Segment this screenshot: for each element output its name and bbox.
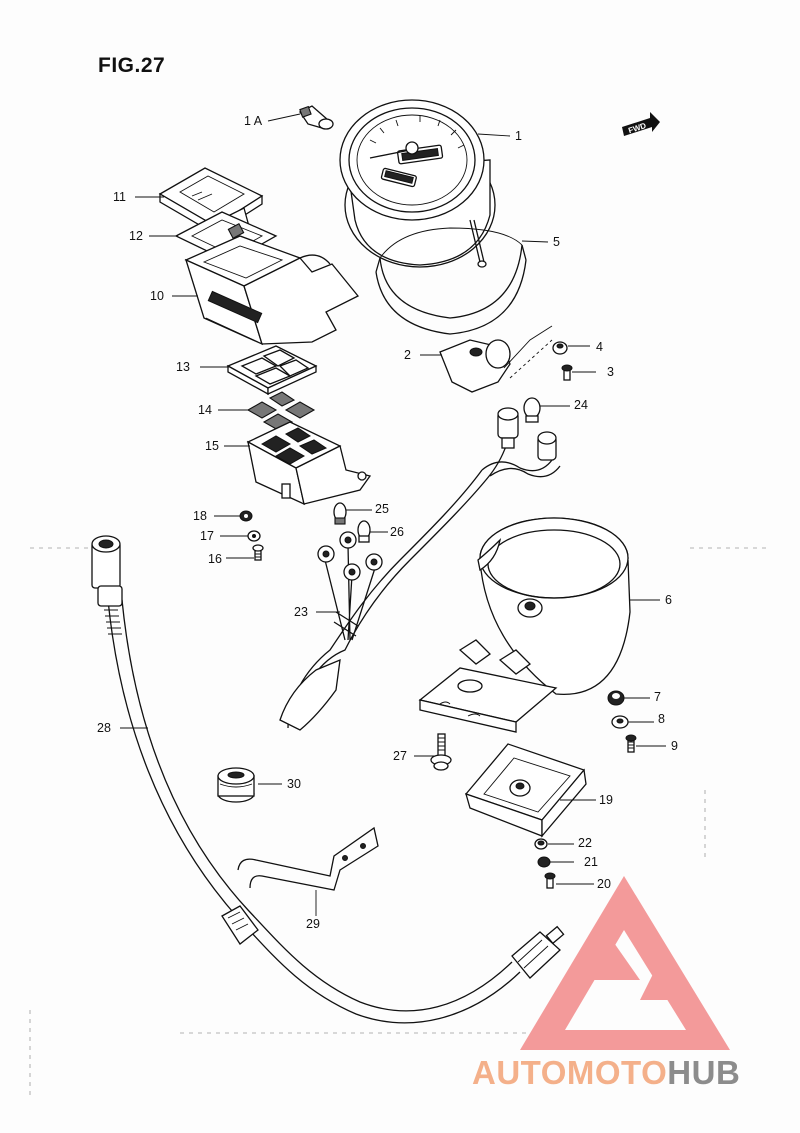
part-7-grommet-icon [607, 690, 625, 706]
part-24-bulb-icon [523, 397, 541, 423]
callout-13: 13 [176, 360, 190, 374]
part-9-screw-icon [625, 734, 637, 753]
part-16-screw-icon [252, 544, 264, 561]
watermark-brand-text: AUTOMOTOHUB [472, 1054, 740, 1092]
callout-9: 9 [671, 739, 678, 753]
part-8-washer-icon [611, 715, 629, 729]
callout-25: 25 [375, 502, 389, 516]
part-14-indicator-filters-icon [246, 391, 316, 431]
callout-23: 23 [294, 605, 308, 619]
part-1a-sensor-icon [299, 105, 334, 130]
part-19-damper-icon [464, 743, 587, 838]
callout-12: 12 [129, 229, 143, 243]
callout-7: 7 [654, 690, 661, 704]
part-22-nut-icon [534, 838, 548, 850]
part-23-wiring-harness-icon [279, 407, 561, 731]
callout-1a: 1 A [244, 114, 263, 128]
callout-16: 16 [208, 552, 222, 566]
part-26-bulb-icon [357, 520, 371, 543]
watermark-text-part1: AUTOMOTO [472, 1054, 668, 1091]
part-18-nut-icon [239, 510, 253, 522]
part-25-bulb-icon [333, 502, 347, 525]
callout-15: 15 [205, 439, 219, 453]
part-4-nut-icon [552, 341, 568, 355]
callout-20: 20 [597, 877, 611, 891]
part-10-indicator-housing-icon [184, 235, 360, 346]
callout-19: 19 [599, 793, 613, 807]
callout-5: 5 [553, 235, 560, 249]
callout-2: 2 [404, 348, 411, 362]
callout-3: 3 [607, 365, 614, 379]
part-15-socket-housing-icon [246, 421, 372, 506]
forward-direction-arrow-icon: FWD [622, 112, 660, 136]
part-13-grid-gasket-icon [226, 345, 318, 396]
callout-6: 6 [665, 593, 672, 607]
figure-title: FIG.27 [98, 54, 166, 77]
callout-17: 17 [200, 529, 214, 543]
callout-27: 27 [393, 749, 407, 763]
leader-lines [120, 113, 666, 916]
callout-26: 26 [390, 525, 404, 539]
part-27-bolt-icon [430, 733, 452, 771]
callout-21: 21 [584, 855, 598, 869]
callout-22: 22 [578, 836, 592, 850]
callout-30: 30 [287, 777, 301, 791]
part-29-bracket-icon [237, 826, 379, 891]
callout-10: 10 [150, 289, 164, 303]
fwd-label: FWD [627, 121, 647, 135]
part-17-washer-icon [247, 530, 261, 542]
part-20-screw-icon [544, 872, 556, 889]
callout-18: 18 [193, 509, 207, 523]
part-1-speedometer-icon [339, 99, 496, 268]
callout-1: 1 [515, 129, 522, 143]
watermark-text-part2: HUB [667, 1054, 741, 1091]
dashed-frame-lines [29, 547, 770, 1100]
callout-14: 14 [198, 403, 212, 417]
callout-28: 28 [97, 721, 111, 735]
callout-8: 8 [658, 712, 665, 726]
part-21-washer-icon [537, 856, 551, 868]
callout-29: 29 [306, 917, 320, 931]
callout-11: 11 [113, 190, 126, 204]
part-30-rubber-grommet-icon [217, 767, 255, 803]
part-5-cushion-ring-icon [375, 227, 527, 335]
watermark-logo-icon [520, 876, 730, 1050]
part-6-meter-case-icon [418, 517, 631, 733]
callout-24: 24 [574, 398, 588, 412]
callout-4: 4 [596, 340, 603, 354]
part-2-cable-fitting-icon [439, 325, 553, 393]
part-28-speedometer-cable-icon [91, 535, 565, 1024]
part-3-screw-icon [561, 364, 573, 381]
